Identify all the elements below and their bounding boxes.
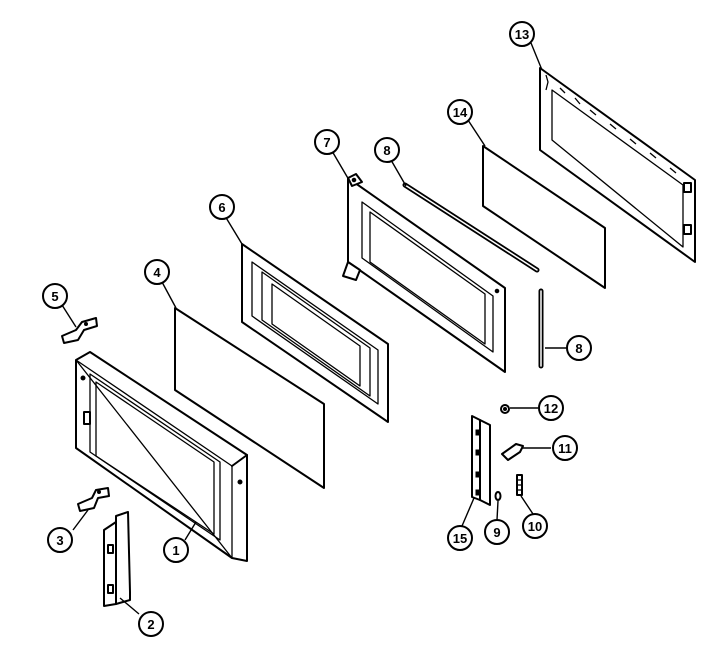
callout-15: 15 [447,525,473,551]
part-5-bracket [61,317,98,344]
part-8-gasket-top [402,182,540,273]
part-2-hinge-bracket [103,511,131,607]
callout-8-top: 8 [374,137,400,163]
callout-12: 12 [538,395,564,421]
callout-14: 14 [447,99,473,125]
callout-2: 2 [138,611,164,637]
part-1-outer-door [75,351,248,562]
part-3-bracket [77,487,110,512]
callout-4: 4 [144,259,170,285]
part-12-nut [500,404,510,414]
callout-14-label: 14 [453,105,468,120]
callout-13-label: 13 [515,27,529,42]
callout-11-label: 11 [558,441,572,456]
callout-7: 7 [314,129,340,155]
part-7-inner-panel [342,173,506,373]
callout-1: 1 [163,537,189,563]
callout-3-label: 3 [56,533,63,548]
callout-11: 11 [552,435,578,461]
callout-9-label: 9 [493,525,500,540]
callout-9: 9 [484,519,510,545]
callout-5-label: 5 [51,289,58,304]
leader-lines [61,42,567,615]
callout-12-label: 12 [544,401,558,416]
callout-10: 10 [522,513,548,539]
callout-15-label: 15 [453,531,467,546]
part-4-front-glass [174,307,325,489]
part-11-latch [501,443,524,461]
part-15-hinge [471,415,491,506]
callout-6-label: 6 [218,200,225,215]
callout-8-side-label: 8 [575,341,582,356]
callout-1-label: 1 [172,543,179,558]
callout-2-label: 2 [147,617,154,632]
callout-5: 5 [42,283,68,309]
callout-8-top-label: 8 [383,143,390,158]
part-14-rear-glass [482,145,606,289]
callout-3: 3 [47,527,73,553]
callout-10-label: 10 [528,519,542,534]
part-10-spring [516,474,523,496]
callout-4-label: 4 [153,265,161,280]
callout-13: 13 [509,21,535,47]
callout-7-label: 7 [323,135,330,150]
part-6-middle-frame [241,243,389,423]
callout-8-side: 8 [566,335,592,361]
part-13-rear-frame [539,67,696,263]
part-9-pin [494,491,502,501]
callout-6: 6 [209,194,235,220]
